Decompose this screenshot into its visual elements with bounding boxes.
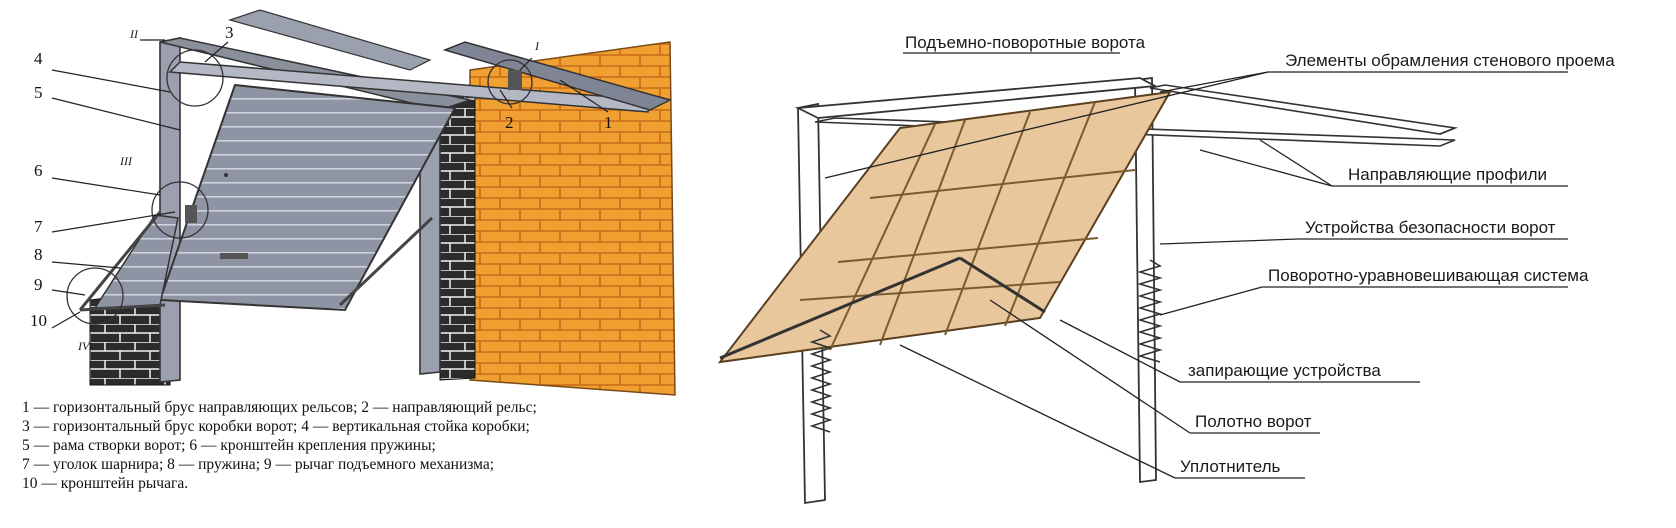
door-panel-r <box>717 90 1172 364</box>
callout-num-6: 6 <box>34 161 43 180</box>
label-guide-profiles: Направляющие профили <box>1348 165 1547 184</box>
callout-num-4: 4 <box>34 49 43 68</box>
door-panel <box>158 83 457 312</box>
callout-num-2: 2 <box>505 113 514 132</box>
legend-line: 10 — кронштейн рычага. <box>22 475 189 492</box>
callout-num-7: 7 <box>34 217 43 236</box>
roman-label-iv: IV <box>77 339 91 353</box>
wall-edge-dark <box>439 91 476 381</box>
roman-label-ii: II <box>129 27 139 41</box>
left-diagram: 4 5 6 7 8 9 10 3 2 1 I II III IV <box>30 9 676 396</box>
right-diagram: Подъемно-поворотные ворота Элементы обра… <box>717 33 1615 505</box>
label-safety-devices: Устройства безопасности ворот <box>1305 218 1556 237</box>
lever-left <box>78 211 162 311</box>
guide-rail-right <box>1149 84 1459 135</box>
detail-circle-3 <box>166 49 224 107</box>
legend-line: 3 — горизонтальный брус коробки ворот; 4… <box>22 418 530 435</box>
callout-num-5: 5 <box>34 83 43 102</box>
title-lift-gate: Подъемно-поворотные ворота <box>905 33 1146 52</box>
label-door-leaf: Полотно ворот <box>1195 412 1312 431</box>
lever-right <box>338 216 434 307</box>
label-locking-devices: запирающие устройства <box>1188 361 1381 380</box>
frame-top-beam <box>794 77 1159 119</box>
callout-num-3: 3 <box>225 23 234 42</box>
callout-num-9: 9 <box>34 275 43 294</box>
detail-circle-6 <box>151 181 209 239</box>
frame-post-right-r <box>1134 76 1157 484</box>
handle <box>220 253 248 259</box>
label-wall-frame: Элементы обрамления стенового проема <box>1285 51 1615 70</box>
legend-line: 7 — уголок шарнира; 8 — пружина; 9 — рыч… <box>22 456 495 473</box>
detail-circle-9 <box>66 267 124 325</box>
legend-block: 1 — горизонтальный брус направляющих рел… <box>22 398 537 493</box>
callout-num-10: 10 <box>30 311 47 330</box>
roman-label-iii: III <box>119 154 133 168</box>
label-seal: Уплотнитель <box>1180 457 1281 476</box>
label-balancing-system: Поворотно-уравновешивающая система <box>1268 266 1589 285</box>
legend-line: 5 — рама створки ворот; 6 — кронштейн кр… <box>22 437 436 454</box>
spring-right <box>1137 259 1163 363</box>
callout-num-1: 1 <box>604 113 613 132</box>
legend-line: 1 — горизонтальный брус направляющих рел… <box>22 399 537 416</box>
lever-r <box>719 256 961 360</box>
callout-num-8: 8 <box>34 245 43 264</box>
spring-left <box>809 329 833 433</box>
rail-upper <box>442 41 673 111</box>
roman-label-i: I <box>534 39 540 53</box>
roof-line <box>227 9 432 71</box>
